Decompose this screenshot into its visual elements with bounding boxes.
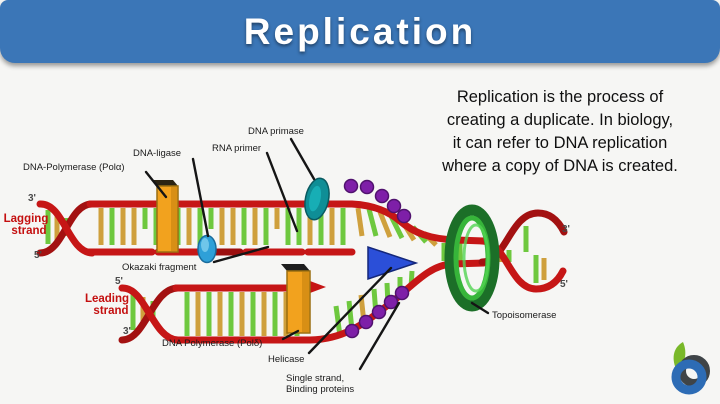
header-banner: Replication bbox=[0, 0, 720, 63]
ssb-protein-bead bbox=[386, 198, 402, 214]
label-helicase: Helicase bbox=[268, 354, 304, 365]
dna-polymerase-alpha-enzyme bbox=[152, 180, 179, 253]
leader-line bbox=[289, 137, 316, 181]
base-pair-bar bbox=[355, 207, 365, 237]
ssb-protein-bead bbox=[359, 179, 375, 195]
marker-parental-5-prime: 5' bbox=[560, 279, 568, 290]
leader-line bbox=[212, 245, 270, 264]
label-topoisomerase: Topoisomerase bbox=[492, 310, 556, 321]
leader-line bbox=[307, 266, 393, 355]
biology-online-logo bbox=[671, 342, 710, 395]
marker-leading-5-prime: 5' bbox=[115, 276, 123, 287]
dna-primase-enzyme bbox=[304, 177, 330, 221]
leader-line bbox=[281, 329, 300, 341]
base-pair-bar bbox=[377, 211, 393, 238]
helicase-enzyme bbox=[367, 245, 419, 281]
lagging-duplex-base-pairs bbox=[98, 208, 346, 245]
leader-line bbox=[191, 157, 210, 238]
topoisomerase-ring bbox=[444, 204, 500, 312]
leader-line bbox=[144, 170, 168, 199]
marker-lagging-3-prime: 3' bbox=[28, 193, 36, 204]
base-pair-bar bbox=[366, 208, 379, 237]
ssb-protein-bead bbox=[383, 294, 399, 310]
description-line: where a copy of DNA is created. bbox=[442, 157, 678, 175]
ssb-protein-bead bbox=[358, 314, 374, 330]
leader-line bbox=[265, 151, 299, 233]
description-line: it can refer to DNA replication bbox=[452, 134, 668, 152]
dna-ligase-enzyme bbox=[197, 234, 217, 264]
dna-polymerase-delta-enzyme bbox=[281, 264, 311, 334]
marker-parental-3-prime: 3' bbox=[562, 224, 570, 235]
fork-upper-base-pairs bbox=[355, 207, 438, 247]
marker-lagging-5-prime: 5' bbox=[34, 250, 42, 261]
label-okazaki-fragment: Okazaki fragment bbox=[122, 262, 197, 273]
ssb-protein-bead bbox=[396, 208, 412, 224]
label-lagging-strand-1: Lagging bbox=[4, 213, 49, 225]
description-line: creating a duplicate. In biology, bbox=[446, 111, 674, 129]
ssb-protein-bead bbox=[374, 188, 390, 204]
label-leading-strand-1: Leading bbox=[85, 293, 129, 305]
label-dna-polymerase-alpha: DNA-Polymerase (Polα) bbox=[23, 162, 125, 173]
marker-leading-3-prime: 3' bbox=[123, 326, 131, 337]
leader-line bbox=[470, 301, 490, 315]
label-single-strand-binding-1: Single strand, bbox=[286, 373, 344, 384]
leader-lines bbox=[144, 137, 490, 371]
leading-duplex-base-pairs bbox=[184, 292, 300, 336]
ssb-protein-bead bbox=[343, 178, 359, 194]
ssb-protein-group bbox=[343, 178, 412, 339]
description-text: Replication is the process of creating a… bbox=[402, 86, 718, 178]
ssb-protein-bead bbox=[394, 285, 410, 301]
label-dna-ligase: DNA-ligase bbox=[133, 148, 181, 159]
ssb-protein-bead bbox=[371, 304, 387, 320]
page-title: Replication bbox=[243, 10, 477, 52]
leader-line bbox=[358, 301, 401, 371]
description-line: Replication is the process of bbox=[456, 88, 664, 106]
ssb-protein-bead bbox=[344, 323, 360, 339]
logo-blue-ring-icon bbox=[671, 359, 707, 395]
label-rna-primer: RNA primer bbox=[212, 143, 261, 154]
label-dna-polymerase-delta: DNA Polymerase (Polδ) bbox=[162, 338, 262, 349]
label-lagging-strand-2: strand bbox=[11, 225, 46, 237]
base-pair-bar bbox=[333, 305, 343, 337]
label-dna-primase: DNA primase bbox=[248, 126, 304, 137]
label-leading-strand-2: strand bbox=[93, 305, 128, 317]
label-single-strand-binding-2: Binding proteins bbox=[286, 384, 354, 395]
leading-helix-front-ribbon bbox=[118, 284, 182, 344]
